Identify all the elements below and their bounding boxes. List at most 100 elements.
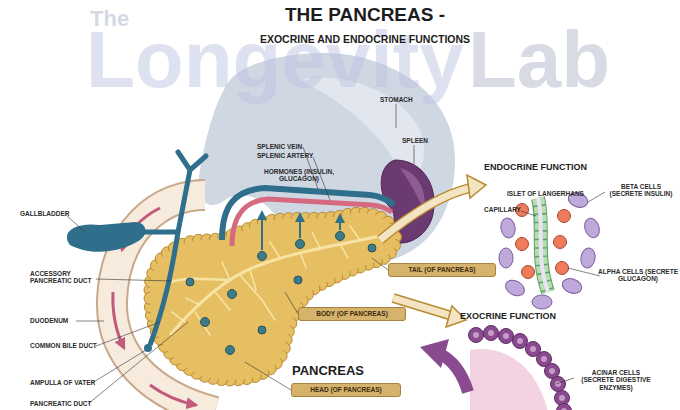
part-label: ISLET OF LANGERHANS	[507, 190, 607, 197]
acinar-cell	[551, 377, 566, 392]
hormone-arrow	[299, 214, 301, 238]
part-label: ACINAR CELLS (SECRETE DIGESTIVE ENZYMES)	[576, 369, 656, 391]
acinar-cell-nucleus	[549, 368, 555, 374]
part-label: DUODENUM	[30, 317, 90, 324]
hormone-arrow	[261, 212, 263, 250]
leader-line	[414, 145, 415, 164]
acinar-cell	[484, 326, 499, 341]
beta-cell	[582, 216, 602, 240]
part-label: ACCESSORY PANCREATIC DUCT	[30, 270, 100, 285]
leader-line	[568, 268, 600, 276]
islet	[201, 318, 210, 327]
pancreas-lobes	[144, 207, 401, 386]
part-label: BETA CELLS (SECRETE INSULIN)	[604, 183, 678, 198]
part-label: CAPILLARY	[484, 206, 534, 213]
leader-line	[66, 215, 85, 232]
part-label: STOMACH	[380, 96, 440, 103]
alpha-cell	[516, 238, 529, 251]
section-heading: ENDOCRINE FUNCTION	[484, 162, 604, 172]
islet	[368, 244, 376, 252]
capillary-outline	[538, 198, 548, 292]
leader-line	[245, 362, 291, 390]
islet	[294, 276, 302, 284]
acinar-cell-nucleus	[503, 333, 509, 339]
leader-line	[88, 322, 188, 404]
box-label: TAIL (OF PANCREAS)	[409, 266, 476, 273]
leader-line	[588, 192, 605, 202]
part-label: PANCREATIC DUCT	[30, 400, 100, 407]
splenic-vein	[222, 188, 394, 240]
islet	[258, 252, 267, 261]
splenic-artery	[232, 199, 392, 246]
subtitle: EXOCRINE AND ENDOCRINE FUNCTIONS	[165, 33, 565, 45]
leader-line	[92, 350, 146, 383]
islet	[186, 278, 194, 286]
beta-cell	[499, 217, 516, 239]
leader-line	[76, 321, 104, 322]
acinar-cells	[469, 326, 572, 410]
alpha-cell	[558, 210, 571, 223]
leader-line	[372, 258, 388, 270]
common-bile-duct	[150, 232, 178, 345]
acinar-cell	[499, 329, 514, 344]
part-label: ALPHA CELLS (SECRETE GLUCAGON)	[598, 268, 678, 283]
acinar-cell-body	[499, 329, 514, 344]
acinar-cell-nucleus	[541, 356, 547, 362]
alpha-cell	[554, 236, 567, 249]
flow-arrow	[150, 385, 196, 405]
acinar-cell-body	[484, 326, 499, 341]
watermark: Lab	[468, 20, 638, 100]
acinar-cell	[555, 391, 570, 406]
part-label: SPLENIC VEIN	[257, 143, 317, 150]
capillary-cells	[538, 198, 548, 292]
part-box: BODY (OF PANCREAS)	[298, 307, 406, 321]
islet	[228, 290, 237, 299]
alpha-cell	[522, 266, 535, 279]
acinar-cell	[513, 334, 528, 349]
part-label: HORMONES (INSULIN, GLUCAGON)	[258, 168, 340, 183]
alpha-cell	[556, 262, 569, 275]
acinar-cell-body	[513, 334, 528, 349]
part-label: SPLENIC ARTERY	[257, 152, 327, 159]
acinar-cell-body	[555, 391, 570, 406]
part-label: SPLEEN	[402, 137, 452, 144]
acinar-cell-nucleus	[559, 395, 565, 401]
beta-cell	[560, 276, 584, 296]
islet	[226, 346, 235, 355]
islet	[258, 326, 266, 334]
beta-cell	[532, 295, 552, 309]
acinar-cell-body	[557, 404, 572, 410]
part-box: TAIL (OF PANCREAS)	[388, 263, 496, 277]
part-label: AMPULLA OF VATER	[30, 379, 100, 386]
acinar-cell-nucleus	[488, 330, 494, 336]
acinar-cell	[557, 404, 572, 410]
acinar-cell-nucleus	[473, 332, 479, 338]
acinar-cell-body	[551, 377, 566, 392]
capillary-lumen	[538, 198, 548, 292]
beta-cell	[503, 277, 527, 299]
leader-line	[96, 279, 172, 281]
endocrine-arrow-body	[380, 188, 470, 240]
flow-arrow	[113, 292, 124, 348]
leader-line	[285, 292, 298, 314]
acinar-cell-body	[469, 328, 484, 343]
pancreas-shape	[150, 213, 396, 380]
secretion-arrow-head	[420, 339, 449, 368]
islet	[296, 240, 305, 249]
cystic-duct	[140, 230, 178, 235]
acinar-cell-nucleus	[561, 408, 567, 410]
hormone-arrow	[339, 215, 341, 230]
watermark: Longevity	[86, 20, 486, 100]
part-label: COMMON BILE DUCT	[30, 342, 100, 349]
accessory-duct	[170, 279, 230, 282]
part-label: GALLBLADDER	[20, 210, 80, 217]
secretion-arrow-body	[440, 354, 468, 392]
endocrine-arrow-head	[467, 175, 486, 198]
leader-line	[521, 211, 536, 216]
leader-line	[556, 378, 574, 384]
beta-cell	[579, 247, 596, 269]
endocrine-arrow-outline	[380, 188, 470, 240]
box-label: HEAD (OF PANCREAS)	[310, 386, 381, 393]
box-label: BODY (OF PANCREAS)	[316, 310, 388, 317]
